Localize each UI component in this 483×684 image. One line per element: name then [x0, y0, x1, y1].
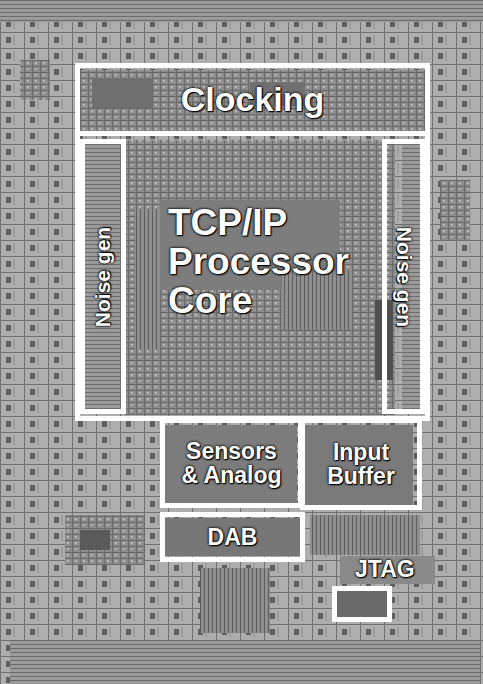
region-label: TCP/IP Processor Core: [168, 204, 368, 321]
region-label: Noise gen: [92, 226, 114, 326]
region-label: Noise gen: [392, 226, 414, 326]
region-label: DAB: [208, 525, 258, 549]
input-buffer-block: Input Buffer: [300, 418, 422, 510]
clocking-block: Clocking: [75, 63, 430, 136]
noise-gen-block: Noise gen: [80, 139, 126, 414]
sensors-block: Sensors & Analog: [160, 418, 303, 508]
region-label: Clocking: [181, 82, 325, 118]
noise-gen-block: Noise gen: [382, 139, 425, 414]
region-label: Input Buffer: [313, 440, 409, 488]
dab-block: DAB: [160, 512, 305, 562]
core-block: TCP/IP Processor Core Noise gen Noise gen: [75, 131, 430, 421]
jtag-block: JTAG: [332, 586, 392, 622]
region-label: JTAG: [355, 557, 415, 581]
region-label: Sensors & Analog: [180, 439, 284, 487]
